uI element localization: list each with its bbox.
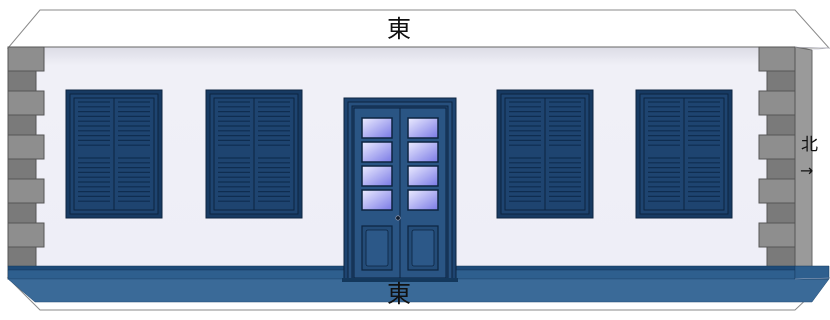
bottom-direction-label: 東 <box>387 280 411 308</box>
door-leaf <box>399 107 447 279</box>
right-quoins <box>758 46 796 268</box>
left-quoins <box>7 46 45 268</box>
door-glass-pane <box>361 117 393 139</box>
shutter-window <box>65 89 163 219</box>
shutter-window <box>205 89 303 219</box>
top-direction-label: 東 <box>387 15 411 43</box>
door-glass-pane <box>361 141 393 163</box>
guide-lines <box>794 46 830 280</box>
shutter-window <box>635 89 733 219</box>
roof-outline <box>6 9 830 49</box>
door-glass-pane <box>407 165 439 187</box>
door-glass-pane <box>361 189 393 211</box>
door-glass-pane <box>407 141 439 163</box>
shutter-window <box>496 89 594 219</box>
right-arrow-icon: → <box>800 161 814 180</box>
door-glass-pane <box>407 189 439 211</box>
ground-strip <box>7 278 830 303</box>
side-direction-label: 北 <box>801 135 818 155</box>
door-knob <box>395 215 401 221</box>
door-glass-pane <box>407 117 439 139</box>
side-base <box>794 265 830 280</box>
entrance-door <box>342 97 458 282</box>
door-leaf <box>353 107 401 279</box>
door-glass-pane <box>361 165 393 187</box>
